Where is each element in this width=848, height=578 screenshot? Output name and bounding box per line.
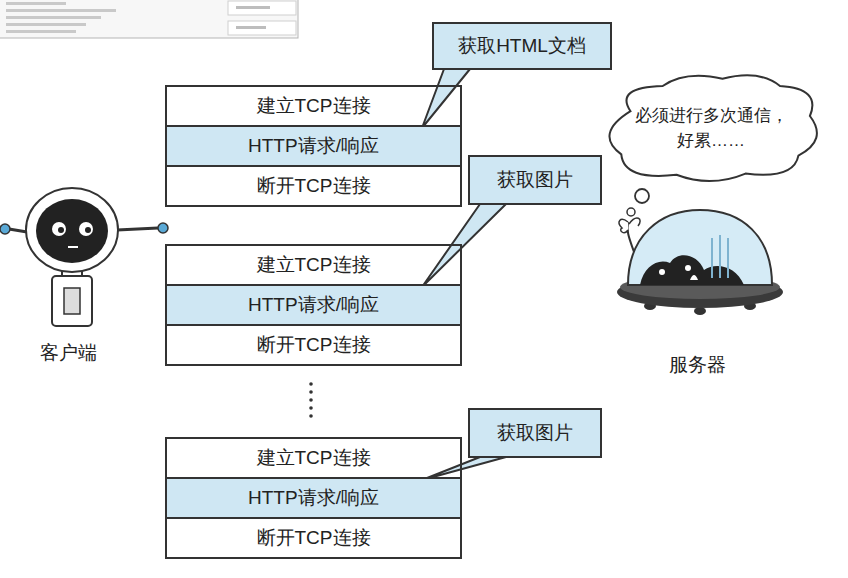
node-text: 断开TCP连接 xyxy=(257,173,371,199)
callout-bubble: 获取HTML文档 xyxy=(432,22,612,70)
http-step-box: HTTP请求/响应 xyxy=(165,477,462,519)
step-box: 建立TCP连接 xyxy=(165,85,462,127)
node-text: 必须进行多次通信， 好累…… xyxy=(626,103,796,154)
node-text: HTTP请求/响应 xyxy=(248,292,379,318)
callout-bubble: 获取图片 xyxy=(468,408,602,458)
node-text: 建立TCP连接 xyxy=(257,93,371,119)
screenshot xyxy=(0,0,298,38)
thought-bubble: 必须进行多次通信， 好累…… xyxy=(596,68,826,188)
server-dome xyxy=(617,210,783,315)
step-box: 断开TCP连接 xyxy=(165,517,462,559)
node-text: 获取图片 xyxy=(497,167,573,193)
callout-tail xyxy=(422,69,470,128)
robot-client xyxy=(0,188,168,326)
step-box: 断开TCP连接 xyxy=(165,324,462,366)
step-box: 断开TCP连接 xyxy=(165,165,462,207)
node-text: 断开TCP连接 xyxy=(257,525,371,551)
callout-bubble: 获取图片 xyxy=(468,155,602,205)
figure-label: 服务器 xyxy=(669,352,726,378)
http-step-box: HTTP请求/响应 xyxy=(165,125,462,167)
node-text: 获取图片 xyxy=(497,420,573,446)
node-text: 获取HTML文档 xyxy=(458,33,586,59)
node-text: 建立TCP连接 xyxy=(257,445,371,471)
node-text: HTTP请求/响应 xyxy=(248,485,379,511)
figure-label: 客户端 xyxy=(40,340,97,366)
step-box: 建立TCP连接 xyxy=(165,244,462,286)
node-text: 建立TCP连接 xyxy=(257,252,371,278)
http-step-box: HTTP请求/响应 xyxy=(165,284,462,326)
node-text: 断开TCP连接 xyxy=(257,332,371,358)
node-text: HTTP请求/响应 xyxy=(248,133,379,159)
step-box: 建立TCP连接 xyxy=(165,437,462,479)
ellipsis-dots xyxy=(309,382,313,418)
cloud-outline xyxy=(596,68,826,188)
